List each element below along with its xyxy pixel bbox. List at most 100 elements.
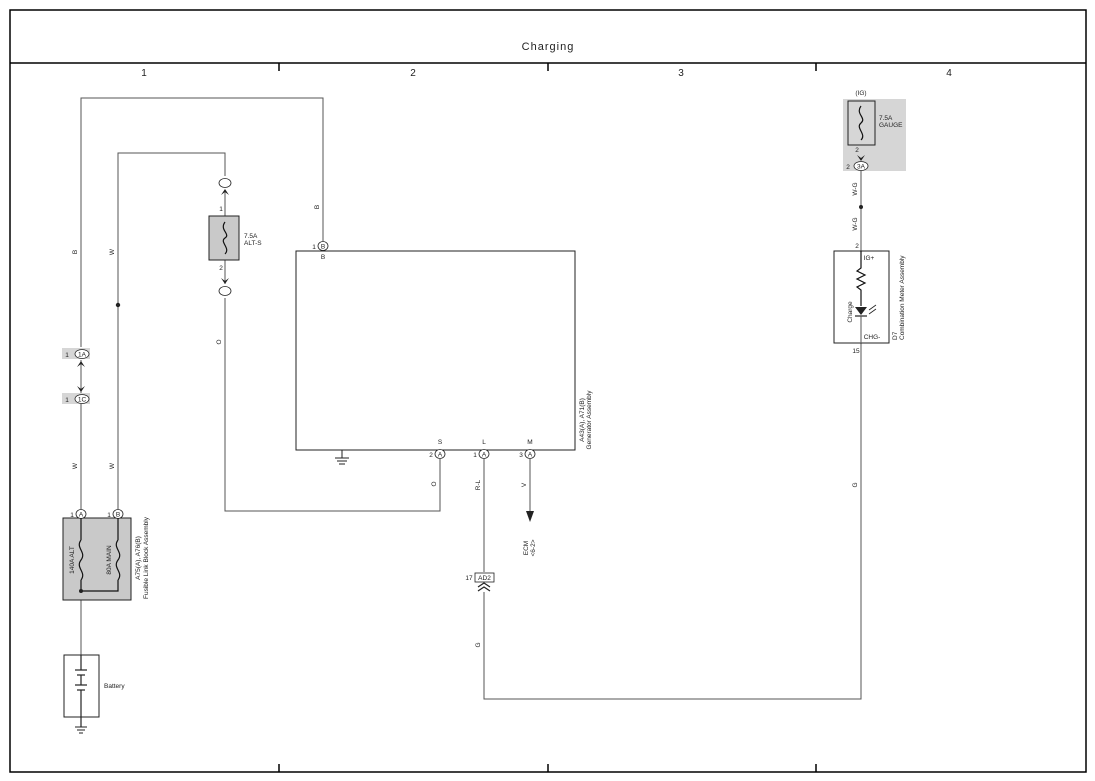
wire-label-wg: W-G <box>852 217 859 230</box>
generator-m-pin: 3 <box>519 452 523 459</box>
alt-s-pin-top: 1 <box>219 206 223 213</box>
fusible-block-name: Fusible Link Block Assembly <box>143 516 150 599</box>
wire-label-b: B <box>72 250 79 254</box>
gauge-fuse-rating: 7.5A <box>879 115 893 122</box>
generator-l-pin: 1 <box>473 452 477 459</box>
connector-ad2 <box>474 572 495 583</box>
fusible-pin-b-conn: B <box>116 512 120 519</box>
meter-name: Combination Meter Assembly <box>899 255 906 340</box>
wire-label-w: W <box>72 462 79 469</box>
connector-ad2-id: AD2 <box>478 575 491 582</box>
fusible-junction <box>79 589 83 593</box>
generator-s-conn: A <box>438 452 443 459</box>
wire-label-b: B <box>314 205 321 209</box>
gauge-connector <box>853 161 869 171</box>
fusible-pin-a-conn: A <box>79 512 84 519</box>
connector-ad2-pin: 17 <box>465 575 473 582</box>
generator-s-terminal <box>434 449 446 459</box>
connector-ad2-chevron <box>477 582 491 592</box>
gauge-fuse-pin: 2 <box>855 147 859 154</box>
wire-o-alt-s-to-generator-s <box>224 298 441 512</box>
connector-1a-arrow <box>77 361 85 367</box>
fusible-pin-b-num: 1 <box>107 512 111 519</box>
wire-b-battery-to-generator <box>80 97 324 347</box>
column-ticks <box>278 63 817 772</box>
splice-point <box>115 302 121 308</box>
generator-l-terminal <box>478 449 490 459</box>
connector-1c <box>74 394 90 404</box>
charge-lamp-icon <box>855 307 867 315</box>
meter-ref: D7 <box>892 331 899 340</box>
meter-chg-label: CHG- <box>864 334 881 341</box>
wire-label-w: W <box>109 462 116 469</box>
fusible-link-alt-label: 140A ALT <box>69 546 76 574</box>
generator-m-label: M <box>527 439 532 446</box>
connector-1a-id: 1A <box>78 352 87 359</box>
alt-s-connector-top <box>218 178 232 188</box>
generator-s-label: S <box>438 439 443 446</box>
generator-m-conn: A <box>528 452 533 459</box>
wire-label-v: V <box>521 482 528 487</box>
splice-point <box>859 205 863 209</box>
diagram-title: Charging <box>522 41 575 53</box>
arrow-to-ecm <box>526 511 534 522</box>
alt-s-bottom-arrow <box>221 278 229 284</box>
ground-symbol <box>75 726 87 734</box>
gauge-connector-id: 3A <box>857 164 866 171</box>
alt-s-fuse-symbol <box>222 221 228 255</box>
gauge-fuse-header: (IG) <box>855 90 866 97</box>
alt-s-pin-bottom: 2 <box>219 265 223 272</box>
alt-s-rating: 7.5A <box>244 233 258 240</box>
meter-pin-top: 2 <box>855 243 859 250</box>
gauge-connector-pin: 2 <box>846 164 850 171</box>
gauge-fuse-symbol <box>858 105 864 141</box>
fusible-block-ref: A75(A), A76(B) <box>135 536 142 580</box>
wire-g-ad2-to-meter <box>483 343 862 700</box>
wire-label-g: G <box>475 642 482 647</box>
alt-s-connector-bottom <box>218 286 232 296</box>
charge-lamp-rays-icon <box>868 304 877 315</box>
generator-b-terminal <box>317 241 329 251</box>
generator-ref: A43(A), A71(B) <box>579 398 586 442</box>
battery-symbol <box>75 655 87 727</box>
connector-1c-id: 1C <box>78 397 87 404</box>
wire-label-g: G <box>852 482 859 487</box>
connector-1c-arrow <box>77 386 85 392</box>
wire-label-wg: W-G <box>852 182 859 195</box>
connector-1c-pin: 1 <box>65 397 69 404</box>
ecm-label: ECM <box>523 541 530 555</box>
meter-pin-bottom: 15 <box>852 348 860 355</box>
fusible-link-block <box>62 517 132 601</box>
generator-ground <box>335 450 349 465</box>
wire-label-w: W <box>109 248 116 255</box>
wire-label-o: O <box>431 481 438 486</box>
column-label-1: 1 <box>141 68 147 79</box>
fusible-link-main-label: 80A MAIN <box>106 545 113 575</box>
fusible-link-main-symbol <box>81 518 121 592</box>
battery-label: Battery <box>104 683 125 690</box>
wire-w-main-to-alt-s <box>117 152 226 509</box>
alt-s-top-arrow <box>221 189 229 195</box>
fusible-pin-a-num: 1 <box>70 512 74 519</box>
column-label-3: 3 <box>678 68 684 79</box>
generator-l-conn: A <box>482 452 487 459</box>
connector-1a-pin: 1 <box>65 352 69 359</box>
meter-charge-label: Charge <box>847 301 854 323</box>
wire-label-rl: R-L <box>475 479 482 490</box>
ecm-ref: <6-2> <box>530 539 537 556</box>
gauge-fuse-name: GAUGE <box>879 122 903 129</box>
meter-resistor <box>855 251 867 306</box>
generator-m-terminal <box>524 449 536 459</box>
generator-b-conn: B <box>321 244 325 251</box>
gauge-fuse-arrow <box>857 155 865 161</box>
meter-ig-label: IG+ <box>864 255 875 262</box>
generator-l-label: L <box>482 439 486 446</box>
column-label-4: 4 <box>946 68 952 79</box>
alt-s-name: ALT-S <box>244 240 262 247</box>
generator-b-pin: 1 <box>312 244 316 251</box>
wire-label-o: O <box>216 339 223 344</box>
connector-1a <box>74 349 90 359</box>
generator-assembly <box>295 250 576 451</box>
generator-s-pin: 2 <box>429 452 433 459</box>
